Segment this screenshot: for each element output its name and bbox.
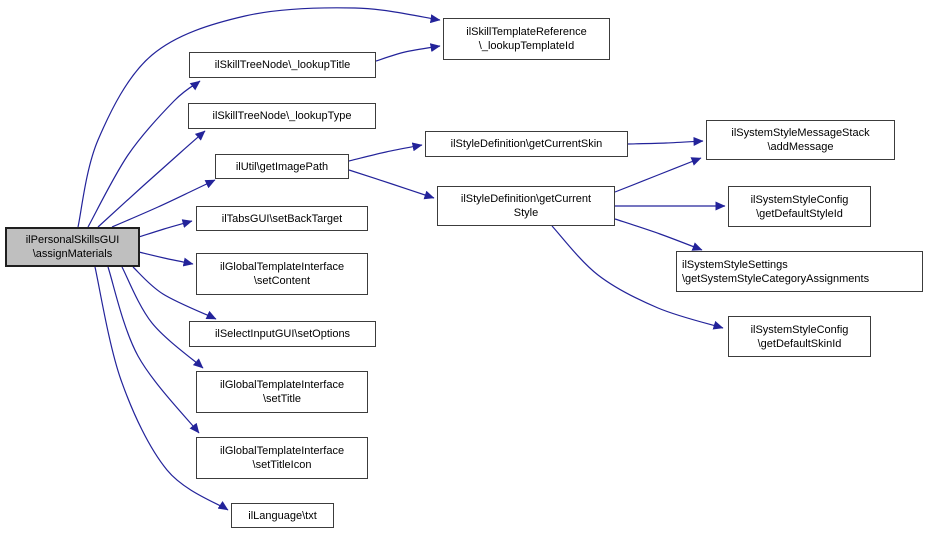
- node-label: ilSystemStyleMessageStack: [731, 127, 870, 139]
- edge-getImagePath-to-getCurrentStyle: [348, 169, 435, 200]
- edge-assignMaterials-to-setContent: [138, 251, 194, 267]
- node-label: \getDefaultSkinId: [757, 337, 842, 350]
- node-label: \setTitle: [262, 393, 302, 405]
- edge-group: [77, 7, 726, 511]
- node-lookupTitle[interactable]: ilSkillTreeNode\_lookupTitle: [189, 52, 376, 78]
- node-categoryAssignments[interactable]: ilSystemStyleSettings\getSystemStyleCate…: [676, 251, 923, 292]
- edge-assignMaterials-to-setTitleIcon: [107, 266, 200, 434]
- node-txt[interactable]: ilLanguage\txt: [231, 503, 334, 528]
- node-getDefaultStyleId[interactable]: ilSystemStyleConfig\getDefaultStyleId: [728, 186, 871, 227]
- node-setTitle[interactable]: ilGlobalTemplateInterface \setTitle: [196, 371, 368, 413]
- node-label: ilGlobalTemplateInterface: [219, 261, 345, 273]
- node-label: ilSystemStyleConfig: [750, 323, 849, 336]
- edge-assignMaterials-to-lookupTitle: [87, 80, 201, 228]
- node-assignMaterials[interactable]: ilPersonalSkillsGUI \assignMaterials: [5, 227, 140, 267]
- node-label: \_lookupTemplateId: [478, 40, 575, 52]
- node-label: ilStyleDefinition\getCurrentSkin: [450, 138, 603, 150]
- edge-assignMaterials-to-setOptions: [132, 266, 217, 320]
- node-label: Style: [513, 207, 539, 219]
- node-label: ilLanguage\txt: [248, 509, 317, 522]
- node-getImagePath[interactable]: ilUtil\getImagePath: [215, 154, 349, 179]
- edge-assignMaterials-to-setTitle: [121, 266, 204, 369]
- node-label: \setContent: [253, 275, 311, 287]
- node-label: ilTabsGUI\setBackTarget: [221, 212, 343, 225]
- node-label: \getSystemStyleCategoryAssignments: [682, 272, 870, 285]
- edge-assignMaterials-to-setBackTarget: [138, 219, 193, 238]
- node-getDefaultSkinId[interactable]: ilSystemStyleConfig\getDefaultSkinId: [728, 316, 871, 357]
- node-lookupType[interactable]: ilSkillTreeNode\_lookupType: [188, 103, 376, 129]
- node-label: ilSkillTreeNode\_lookupTitle: [214, 59, 351, 71]
- edge-getCurrentStyle-to-addMessage: [614, 157, 702, 193]
- node-lookupTemplateId[interactable]: ilSkillTemplateReference \_lookupTemplate…: [443, 18, 610, 60]
- edge-assignMaterials-to-lookupTemplateId: [77, 7, 441, 228]
- node-label: ilPersonalSkillsGUI: [25, 234, 120, 246]
- node-label: ilSystemStyleConfig: [750, 193, 849, 206]
- node-label: ilUtil\getImagePath: [235, 160, 329, 173]
- node-label: \addMessage: [767, 141, 834, 153]
- node-label: ilSystemStyleSettings: [682, 258, 788, 271]
- node-label: ilGlobalTemplateInterface: [219, 379, 345, 391]
- node-setTitleIcon[interactable]: ilGlobalTemplateInterface \setTitleIcon: [196, 437, 368, 479]
- node-label: \setTitleIcon: [252, 459, 312, 471]
- node-label: ilSkillTreeNode\_lookupType: [212, 110, 352, 122]
- node-label: \getDefaultStyleId: [756, 207, 843, 220]
- node-label: \assignMaterials: [32, 248, 113, 260]
- edge-getCurrentStyle-to-categoryAssignments: [614, 218, 703, 251]
- node-setOptions[interactable]: ilSelectInputGUI\setOptions: [189, 321, 376, 347]
- edge-lookupTitle-to-lookupTemplateId: [375, 43, 441, 62]
- node-setContent[interactable]: ilGlobalTemplateInterface \setContent: [196, 253, 368, 295]
- edge-getCurrentSkin-to-addMessage: [627, 136, 704, 146]
- node-addMessage[interactable]: ilSystemStyleMessageStack \addMessage: [706, 120, 895, 160]
- node-label: ilSkillTemplateReference: [466, 26, 587, 38]
- edge-assignMaterials-to-lookupType: [97, 130, 206, 228]
- node-setBackTarget[interactable]: ilTabsGUI\setBackTarget: [196, 206, 368, 231]
- node-getCurrentSkin[interactable]: ilStyleDefinition\getCurrentSkin: [425, 131, 628, 157]
- node-label: ilGlobalTemplateInterface: [219, 445, 345, 457]
- edge-getImagePath-to-getCurrentSkin: [348, 142, 423, 162]
- node-label: ilSelectInputGUI\setOptions: [214, 328, 351, 340]
- edge-getCurrentStyle-to-getDefaultSkinId: [551, 225, 724, 330]
- node-label: ilStyleDefinition\getCurrent: [460, 193, 592, 205]
- edge-assignMaterials-to-txt: [94, 266, 229, 511]
- edge-assignMaterials-to-getImagePath: [111, 179, 216, 228]
